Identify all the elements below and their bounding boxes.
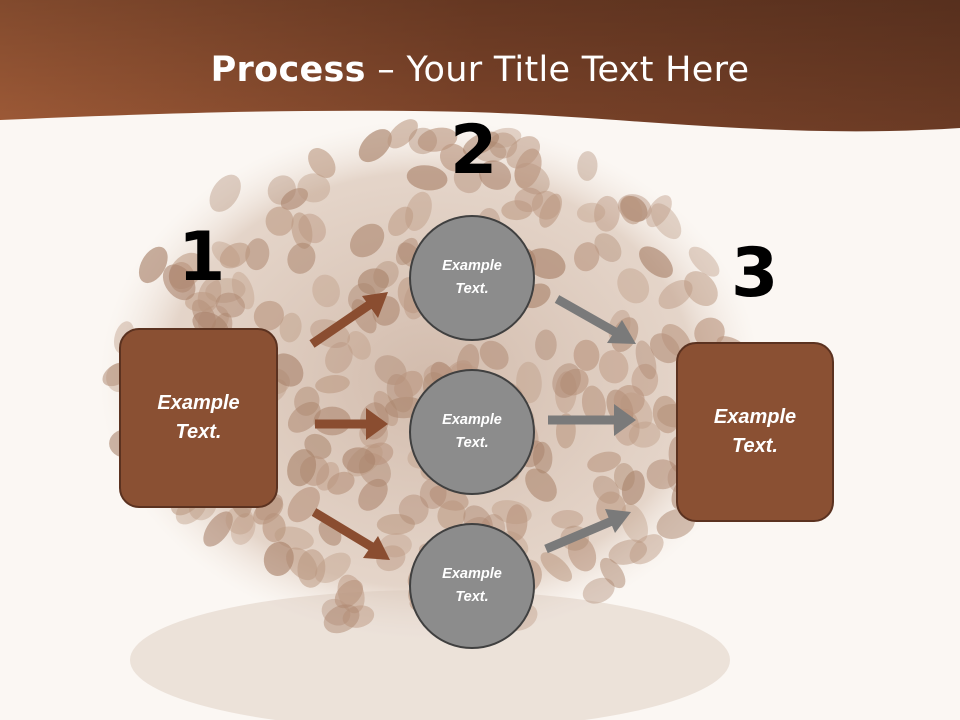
- step-2-circle-bottom: Example Text.: [409, 523, 535, 649]
- step-number-3: 3: [731, 234, 779, 313]
- arrow-from-top-circle: [554, 295, 636, 344]
- step-number-2: 2: [450, 111, 498, 190]
- arrow-to-top-circle: [309, 292, 388, 348]
- step-3-box: Example Text.: [676, 342, 834, 522]
- arrow-to-middle-circle: [315, 408, 388, 440]
- step-2-text-top: Example Text.: [442, 258, 502, 297]
- step-2-circle-middle: Example Text.: [409, 369, 535, 495]
- arrow-from-bottom-circle: [544, 509, 631, 554]
- step-1-box: Example Text.: [119, 328, 278, 508]
- arrow-to-bottom-circle: [311, 508, 390, 560]
- step-2-circle-top: Example Text.: [409, 215, 535, 341]
- step-3-text: Example Text.: [713, 406, 797, 457]
- title-bold: Process: [210, 50, 366, 90]
- step-1-text: Example Text.: [157, 392, 240, 443]
- step-2-text-middle: Example Text.: [442, 412, 502, 451]
- step-2-text-bottom: Example Text.: [442, 566, 502, 605]
- step-number-1: 1: [178, 218, 226, 297]
- arrow-from-middle-circle: [548, 404, 636, 436]
- title-rest: – Your Title Text Here: [365, 50, 750, 90]
- slide-title: Process – Your Title Text Here: [0, 50, 960, 90]
- title-banner: [0, 0, 960, 132]
